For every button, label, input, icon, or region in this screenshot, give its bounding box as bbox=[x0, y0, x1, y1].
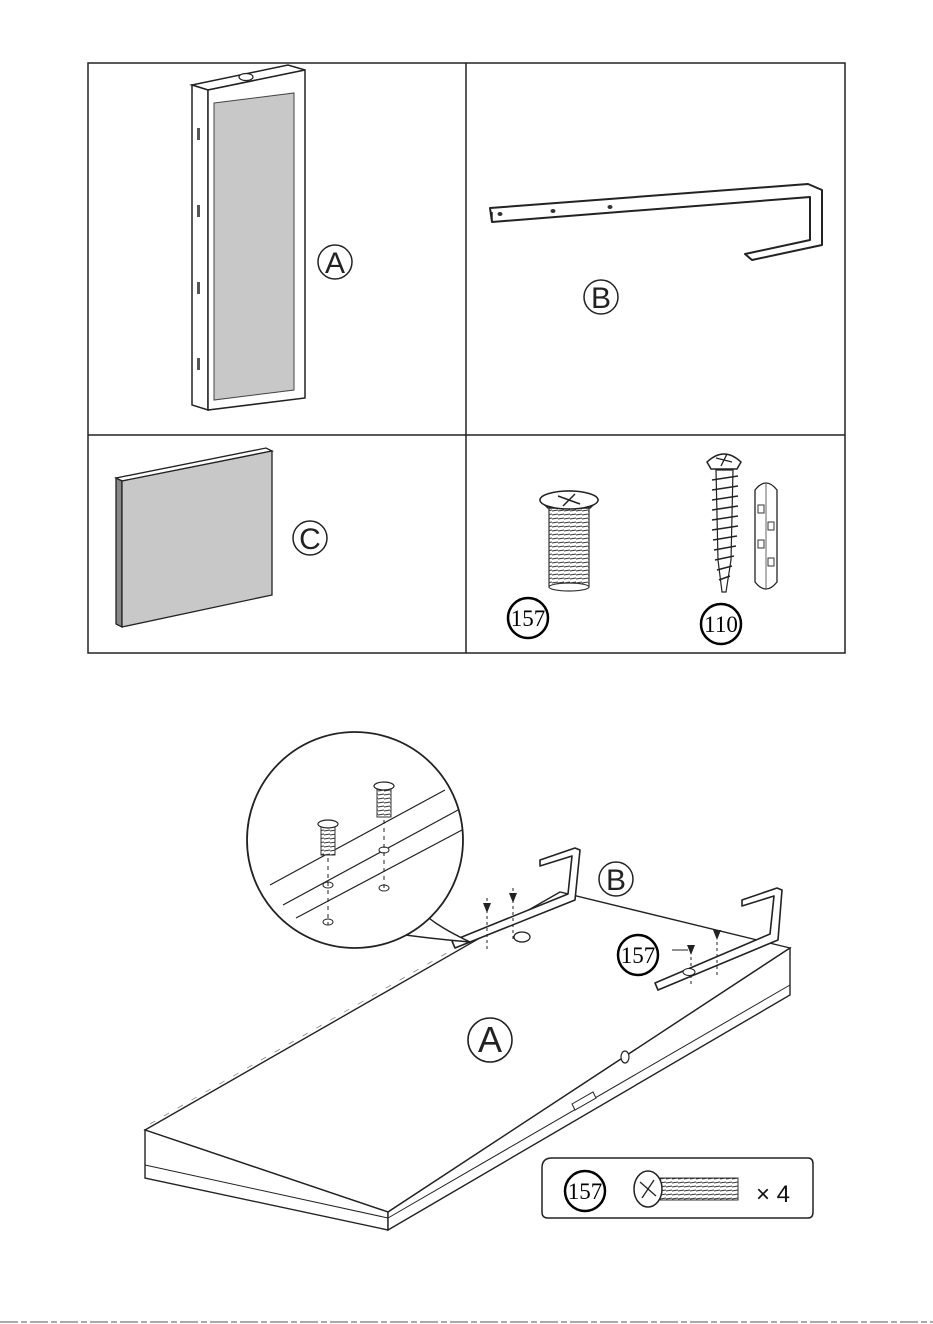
cabinet-label: A bbox=[478, 1019, 502, 1060]
screw-157-label: 157 bbox=[511, 606, 546, 631]
wood-screw-illustration bbox=[707, 454, 741, 592]
callout-157-label: 157 bbox=[621, 943, 656, 968]
bracket-illustration bbox=[490, 184, 822, 260]
mirror-cabinet-illustration bbox=[192, 65, 305, 410]
assembly-step: B A 157 157 × 4 bbox=[145, 732, 813, 1230]
hardware-part-label: 157 bbox=[568, 1179, 603, 1204]
part-c-label: C bbox=[299, 523, 321, 556]
bracket-label: B bbox=[606, 864, 626, 897]
cell-part-b: B bbox=[490, 184, 822, 315]
cell-part-c: C bbox=[116, 448, 327, 627]
part-a-label: A bbox=[325, 247, 345, 280]
cell-screws: 157 110 bbox=[508, 454, 777, 644]
machine-screw-illustration bbox=[540, 491, 598, 591]
screw-110-label: 110 bbox=[704, 612, 738, 637]
hardware-box: 157 × 4 bbox=[542, 1158, 813, 1218]
part-b-label: B bbox=[591, 282, 611, 315]
wall-anchor-illustration bbox=[755, 483, 777, 590]
detail-magnifier bbox=[247, 732, 470, 948]
hardware-quantity: × 4 bbox=[756, 1181, 790, 1208]
cell-part-a: A bbox=[192, 65, 352, 410]
panel-illustration bbox=[116, 448, 272, 627]
